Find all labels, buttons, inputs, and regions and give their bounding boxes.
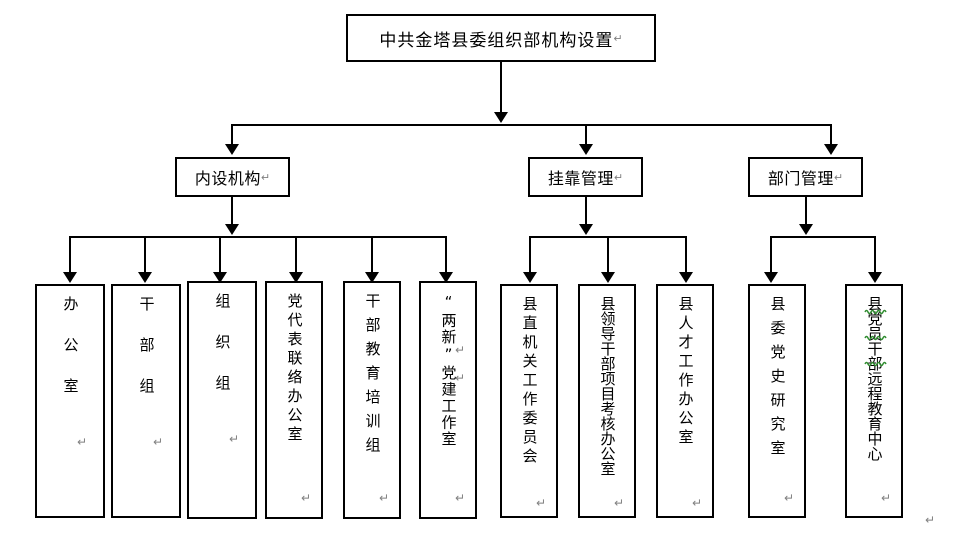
node-leaf-zuzhizu-label: 组织组 — [213, 293, 232, 416]
node-guakao[interactable]: 挂靠管理↵ — [528, 157, 643, 197]
connector-neishe-stem — [231, 197, 233, 225]
connector-neishe-child-4 — [295, 236, 297, 274]
node-leaf-ganbuzu-label: 干部组 — [137, 296, 156, 419]
node-neishe[interactable]: 内设机构↵ — [175, 157, 290, 197]
node-leaf-dangshi-label: 县委党史研究室 — [768, 296, 787, 464]
return-mark-icon: ↵ — [692, 496, 703, 510]
stray-return-mark-icon: ↵ — [925, 513, 936, 527]
return-mark-icon: ↵ — [260, 170, 271, 184]
connector-neishe-child-1 — [69, 236, 71, 274]
arrow-neishe-down-icon — [225, 224, 239, 235]
node-leaf-dangdaibiao[interactable]: 党代表联络办公室 — [265, 281, 323, 519]
arrow-leaf-2-icon — [138, 272, 152, 283]
connector-bumen-child-1 — [770, 236, 772, 274]
node-bumen[interactable]: 部门管理↵ — [748, 157, 863, 197]
arrow-to-guakao-icon — [579, 144, 593, 155]
node-root-label: 中共金塔县委组织部机构设置 — [379, 30, 614, 51]
connector-to-guakao — [585, 124, 587, 146]
node-leaf-dangshi[interactable]: 县委党史研究室 — [748, 284, 806, 518]
arrow-leaf-3-icon — [213, 272, 227, 283]
node-leaf-ganbuzu[interactable]: 干部组 — [111, 284, 181, 518]
return-mark-icon: ↵ — [455, 491, 466, 505]
arrow-leaf-7-icon — [523, 272, 537, 283]
arrow-leaf-1-icon — [63, 272, 77, 283]
node-leaf-rencai[interactable]: 县人才工作办公室 — [656, 284, 714, 518]
node-leaf-ganbujiaoyu[interactable]: 干部教育培训组 — [343, 281, 401, 519]
return-mark-icon: ↵ — [379, 491, 390, 505]
connector-guakao-child-2 — [607, 236, 609, 274]
node-leaf-lingdaokaohe[interactable]: 县领导干部项目考核办公室 — [578, 284, 636, 518]
return-mark-icon: ↵ — [301, 491, 312, 505]
return-mark-icon: ↵ — [455, 371, 466, 385]
return-mark-icon: ↵ — [614, 496, 625, 510]
arrow-leaf-9-icon — [679, 272, 693, 283]
connector-to-neishe — [231, 124, 233, 146]
return-mark-icon: ↵ — [153, 435, 164, 449]
return-mark-icon: ↵ — [536, 496, 547, 510]
node-leaf-xianzhijiguan-label: 县直机关工作委员会 — [520, 296, 539, 467]
node-leaf-liangxin-label: “两新”党建工作室 — [439, 293, 458, 448]
return-mark-icon: ↵ — [229, 432, 240, 446]
return-mark-icon: ↵ — [881, 491, 892, 505]
return-mark-icon: ↵ — [613, 170, 624, 184]
connector-guakao-child-1 — [529, 236, 531, 274]
return-mark-icon: ↵ — [77, 435, 88, 449]
return-mark-icon: ↵ — [833, 170, 844, 184]
node-leaf-dangdaibiao-label: 党代表联络办公室 — [285, 293, 304, 445]
node-root[interactable]: 中共金塔县委组织部机构设置↵ — [346, 14, 656, 62]
arrow-leaf-8-icon — [601, 272, 615, 283]
arrow-root-down-icon — [494, 112, 508, 123]
connector-neishe-child-6 — [445, 236, 447, 274]
arrow-leaf-11-icon — [868, 272, 882, 283]
node-leaf-yuancheng[interactable]: 县党员干部远程教育中心 — [845, 284, 903, 518]
connector-bumen-bus — [770, 236, 876, 238]
node-leaf-liangxin[interactable]: “两新”党建工作室 — [419, 281, 477, 519]
node-leaf-bangongshi[interactable]: 办公室 — [35, 284, 105, 518]
connector-to-bumen — [830, 124, 832, 146]
node-leaf-lingdaokaohe-label: 县领导干部项目考核办公室 — [598, 296, 617, 476]
node-leaf-ganbujiaoyu-label: 干部教育培训组 — [363, 293, 382, 461]
connector-neishe-child-5 — [371, 236, 373, 274]
arrow-bumen-down-icon — [799, 224, 813, 235]
return-mark-icon: ↵ — [784, 491, 795, 505]
node-leaf-yuancheng-label: 县党员干部远程教育中心 — [865, 296, 884, 461]
node-leaf-zuzhizu[interactable]: 组织组 — [187, 281, 257, 519]
node-neishe-label: 内设机构 — [194, 169, 261, 188]
arrow-to-bumen-icon — [824, 144, 838, 155]
arrow-leaf-4-icon — [289, 272, 303, 283]
node-bumen-label: 部门管理 — [767, 169, 834, 188]
connector-bumen-stem — [805, 197, 807, 225]
arrow-guakao-down-icon — [579, 224, 593, 235]
node-leaf-rencai-label: 县人才工作办公室 — [676, 296, 695, 448]
arrow-leaf-6-icon — [439, 272, 453, 283]
arrow-leaf-10-icon — [764, 272, 778, 283]
node-guakao-label: 挂靠管理 — [547, 169, 614, 188]
connector-root-stem — [500, 62, 502, 114]
arrow-leaf-5-icon — [365, 272, 379, 283]
return-mark-icon: ↵ — [455, 343, 466, 357]
node-leaf-xianzhijiguan[interactable]: 县直机关工作委员会 — [500, 284, 558, 518]
connector-level2-bus — [231, 124, 832, 126]
connector-neishe-child-3 — [219, 236, 221, 274]
node-leaf-bangongshi-label: 办公室 — [61, 296, 80, 419]
return-mark-icon: ↵ — [613, 31, 623, 45]
connector-guakao-stem — [585, 197, 587, 225]
connector-neishe-child-2 — [144, 236, 146, 274]
connector-bumen-child-2 — [874, 236, 876, 274]
connector-guakao-child-3 — [685, 236, 687, 274]
connector-neishe-bus — [69, 236, 446, 238]
arrow-to-neishe-icon — [225, 144, 239, 155]
